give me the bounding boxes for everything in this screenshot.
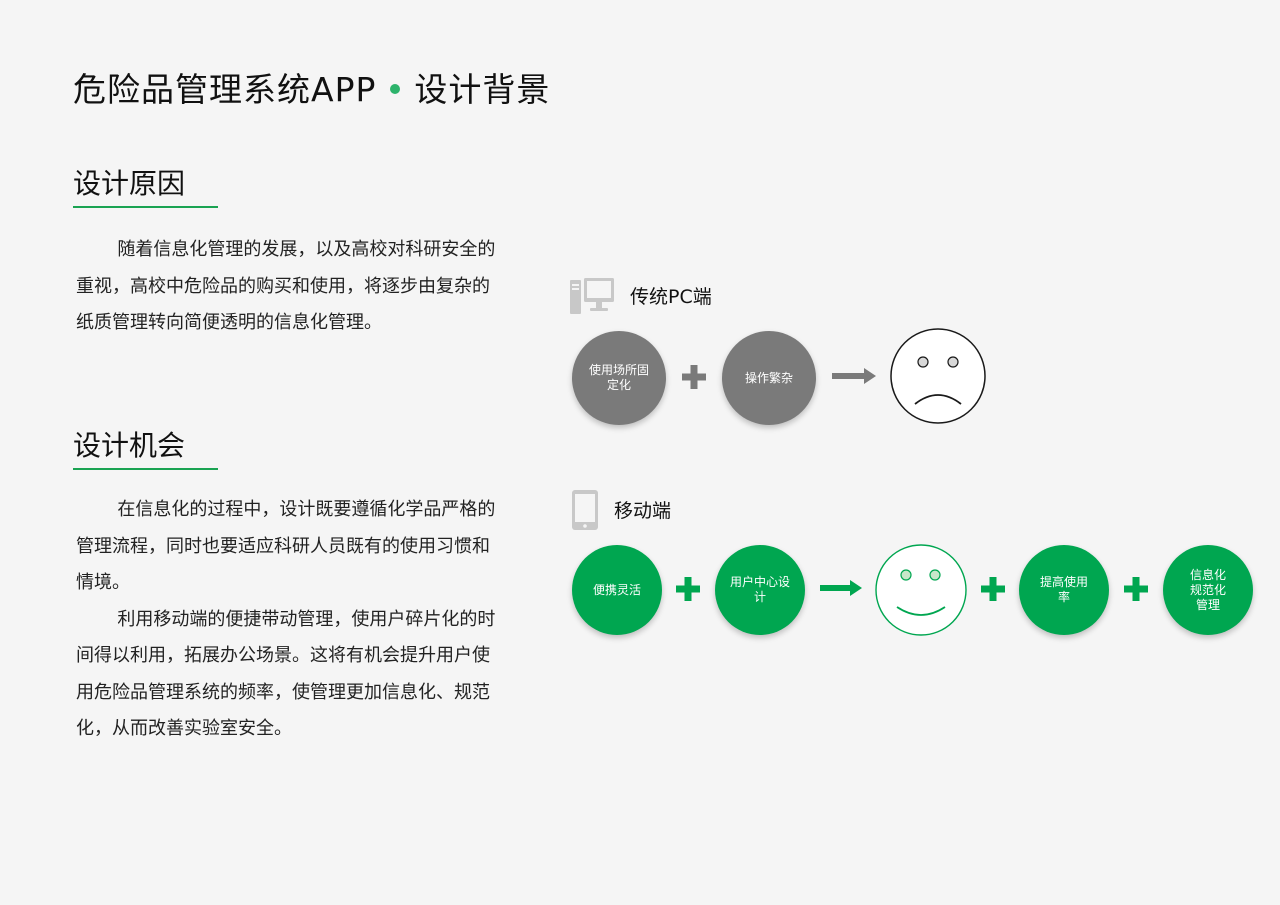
mobile-circle-portable-label: 便携灵活 bbox=[592, 582, 641, 597]
opportunity-paragraph-1: 在信息化的过程中，设计既要遵循化学品严格的管理流程，同时也要适应科研人员既有的使… bbox=[76, 499, 496, 593]
pc-circle-complex-operation: 操作繁杂 bbox=[722, 331, 816, 425]
title-dot-icon bbox=[390, 83, 401, 94]
opportunity-text: 在信息化的过程中，设计既要遵循化学品严格的管理流程，同时也要适应科研人员既有的使… bbox=[76, 492, 496, 748]
title-main: 危险品管理系统APP bbox=[73, 70, 377, 109]
arrow-right-icon bbox=[832, 368, 876, 384]
mobile-circle-informatized-management-label: 信息化规范化管理 bbox=[1189, 567, 1226, 612]
plus-icon bbox=[676, 577, 700, 601]
pc-label: 传统PC端 bbox=[630, 286, 712, 308]
pc-circle-fixed-location-label: 使用场所固定化 bbox=[588, 363, 649, 392]
mobile-circle-user-centered-label: 用户中心设计 bbox=[729, 575, 790, 604]
title-sub: 设计背景 bbox=[414, 70, 551, 109]
pc-circle-complex-operation-label: 操作繁杂 bbox=[744, 370, 793, 385]
mobile-circle-informatized-management: 信息化规范化管理 bbox=[1163, 545, 1253, 635]
sad-face-icon bbox=[890, 328, 986, 424]
mobile-circle-portable: 便携灵活 bbox=[572, 545, 662, 635]
mobile-label: 移动端 bbox=[614, 500, 672, 522]
page-title: 危险品管理系统APP 设计背景 bbox=[73, 68, 550, 112]
mobile-phone-icon bbox=[572, 490, 598, 530]
opportunity-paragraph-2: 利用移动端的便捷带动管理，使用户碎片化的时间得以利用，拓展办公场景。这将有机会提… bbox=[76, 608, 496, 740]
desktop-computer-icon bbox=[570, 278, 614, 314]
pc-circle-fixed-location: 使用场所固定化 bbox=[572, 331, 666, 425]
section-heading-reason: 设计原因 bbox=[73, 166, 218, 208]
mobile-circle-user-centered: 用户中心设计 bbox=[715, 545, 805, 635]
plus-icon bbox=[1124, 577, 1148, 601]
arrow-right-icon bbox=[820, 580, 862, 596]
section-heading-opportunity: 设计机会 bbox=[73, 428, 218, 470]
mobile-circle-increase-usage-label: 提高使用率 bbox=[1039, 575, 1088, 604]
reason-text: 随着信息化管理的发展，以及高校对科研安全的重视，高校中危险品的购买和使用，将逐步… bbox=[76, 232, 496, 342]
plus-icon bbox=[981, 577, 1005, 601]
mobile-circle-increase-usage: 提高使用率 bbox=[1019, 545, 1109, 635]
reason-paragraph: 随着信息化管理的发展，以及高校对科研安全的重视，高校中危险品的购买和使用，将逐步… bbox=[76, 239, 496, 333]
smile-face-icon bbox=[875, 544, 967, 636]
plus-icon bbox=[682, 365, 706, 389]
